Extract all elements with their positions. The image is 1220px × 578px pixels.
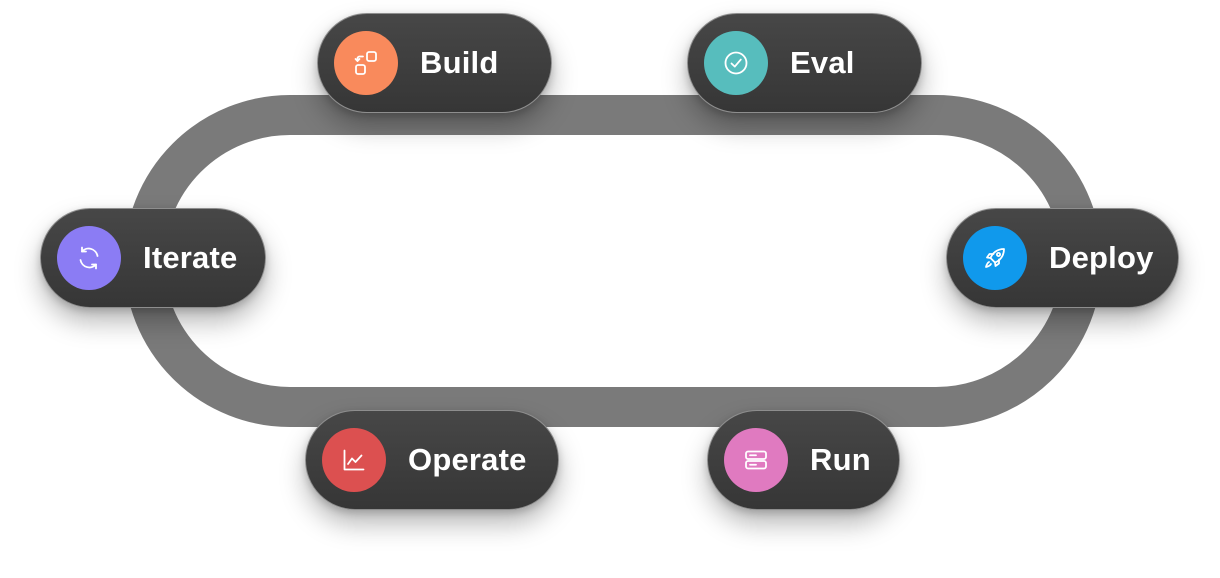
stage-eval-label: Eval (790, 45, 855, 80)
stage-deploy-pill[interactable]: Deploy (946, 208, 1179, 308)
refresh-cycle-icon (79, 246, 99, 270)
build-badge (334, 31, 398, 95)
stage-eval-pill[interactable]: Eval (687, 13, 922, 113)
stage-run-label: Run (810, 442, 871, 477)
stage-build-label: Build (420, 45, 499, 80)
line-chart-icon (343, 449, 365, 471)
server-icon (745, 450, 767, 470)
stage-deploy-label: Deploy (1049, 240, 1154, 275)
run-badge (724, 428, 788, 492)
check-circle-icon (724, 51, 748, 75)
eval-badge (704, 31, 768, 95)
stage-run-pill[interactable]: Run (707, 410, 900, 510)
rocket-icon (985, 248, 1005, 268)
build-blocks-icon (354, 51, 377, 75)
operate-badge (322, 428, 386, 492)
stage-iterate-label: Iterate (143, 240, 238, 275)
stage-operate-pill[interactable]: Operate (305, 410, 559, 510)
iterate-badge (57, 226, 121, 290)
stage-iterate-pill[interactable]: Iterate (40, 208, 266, 308)
cycle-loop-path (124, 95, 1102, 427)
stage-build-pill[interactable]: Build (317, 13, 552, 113)
stage-operate-label: Operate (408, 442, 527, 477)
deploy-badge (963, 226, 1027, 290)
